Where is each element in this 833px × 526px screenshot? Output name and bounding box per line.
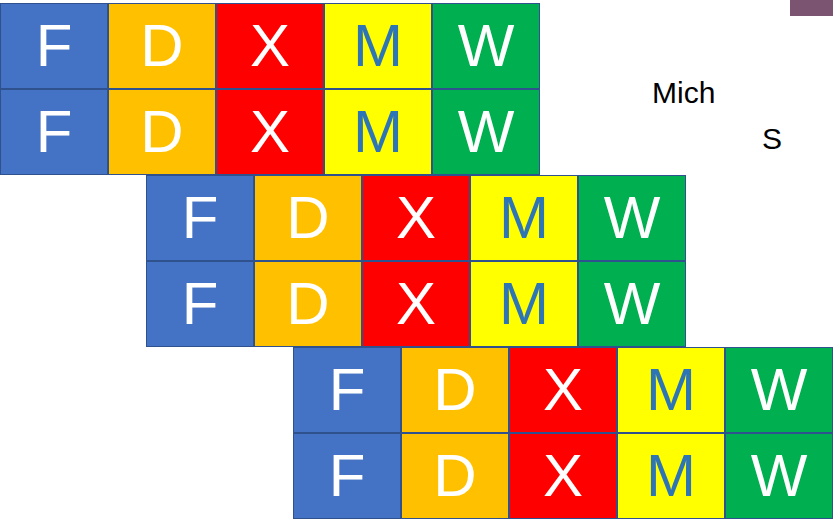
stage-letter: X xyxy=(250,16,290,76)
stage-letter: M xyxy=(499,188,549,248)
stage-letter: X xyxy=(396,188,436,248)
fetch-stage: F xyxy=(0,3,108,89)
stage-letter: X xyxy=(543,360,583,420)
memory-stage: M xyxy=(324,3,432,89)
fetch-stage: F xyxy=(146,261,254,347)
decode-stage: D xyxy=(108,3,216,89)
memory-stage: M xyxy=(470,261,578,347)
stage-letter: F xyxy=(36,102,73,162)
stage-letter: M xyxy=(353,102,403,162)
fetch-stage: F xyxy=(0,89,108,175)
stage-letter: F xyxy=(182,274,219,334)
stage-letter: M xyxy=(646,360,696,420)
decode-stage: D xyxy=(401,433,509,519)
fetch-stage: F xyxy=(146,175,254,261)
stage-letter: D xyxy=(433,446,476,506)
stage-letter: F xyxy=(182,188,219,248)
writeback-stage: W xyxy=(432,89,540,175)
fetch-stage: F xyxy=(293,433,401,519)
stage-letter: D xyxy=(140,102,183,162)
stage-letter: F xyxy=(36,16,73,76)
stage-letter: X xyxy=(250,102,290,162)
stage-letter: W xyxy=(751,446,808,506)
decode-stage: D xyxy=(254,175,362,261)
execute-stage: X xyxy=(362,175,470,261)
photo-fragment xyxy=(790,0,833,16)
writeback-stage: W xyxy=(725,347,833,433)
stage-letter: W xyxy=(458,102,515,162)
stage-letter: W xyxy=(751,360,808,420)
stage-letter: F xyxy=(329,446,366,506)
execute-stage: X xyxy=(509,347,617,433)
stage-letter: D xyxy=(433,360,476,420)
stage-letter: W xyxy=(604,188,661,248)
execute-stage: X xyxy=(216,89,324,175)
execute-stage: X xyxy=(362,261,470,347)
decode-stage: D xyxy=(108,89,216,175)
writeback-stage: W xyxy=(725,433,833,519)
execute-stage: X xyxy=(216,3,324,89)
stage-letter: F xyxy=(329,360,366,420)
stage-letter: D xyxy=(140,16,183,76)
stage-letter: D xyxy=(286,274,329,334)
stage-letter: M xyxy=(499,274,549,334)
stage-letter: X xyxy=(543,446,583,506)
stage-letter: X xyxy=(396,274,436,334)
stage-letter: D xyxy=(286,188,329,248)
decode-stage: D xyxy=(401,347,509,433)
slide-text: S xyxy=(762,124,782,154)
writeback-stage: W xyxy=(432,3,540,89)
decode-stage: D xyxy=(254,261,362,347)
stage-letter: W xyxy=(604,274,661,334)
stage-letter: M xyxy=(353,16,403,76)
writeback-stage: W xyxy=(578,261,686,347)
memory-stage: M xyxy=(470,175,578,261)
stage-letter: W xyxy=(458,16,515,76)
memory-stage: M xyxy=(617,433,725,519)
writeback-stage: W xyxy=(578,175,686,261)
execute-stage: X xyxy=(509,433,617,519)
stage-letter: M xyxy=(646,446,696,506)
slide-text: Mich xyxy=(652,78,715,108)
fetch-stage: F xyxy=(293,347,401,433)
memory-stage: M xyxy=(617,347,725,433)
memory-stage: M xyxy=(324,89,432,175)
